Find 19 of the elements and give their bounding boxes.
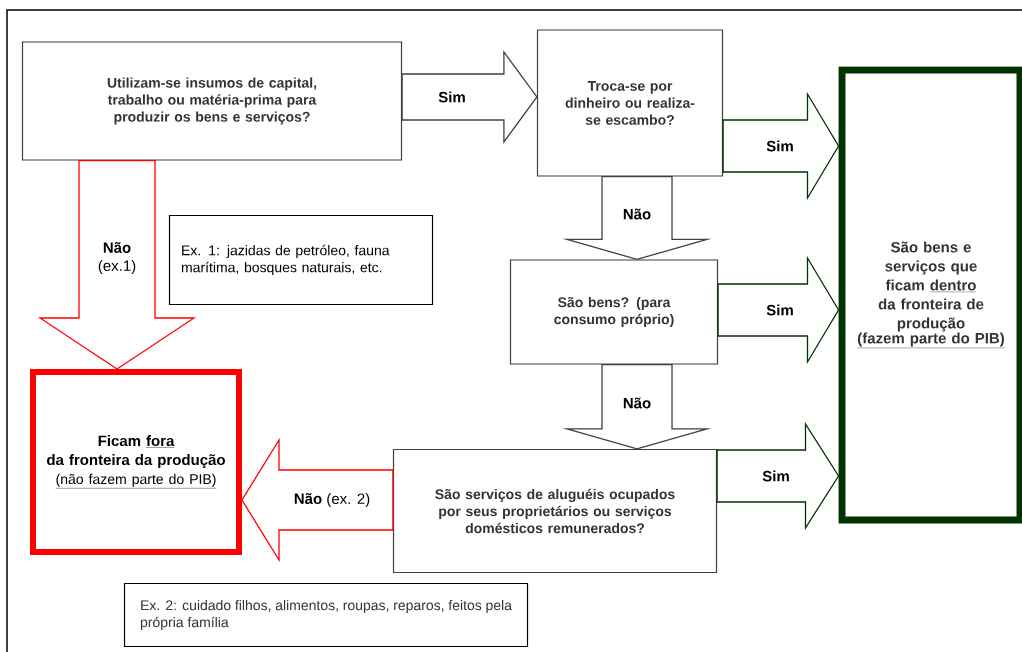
- block-arrow: [722, 91, 840, 201]
- example-note-box: Ex. 2: cuidado filhos, alimentos, roupas, reparos, feitos pela própria família: [123, 582, 529, 648]
- block-arrow: [562, 175, 712, 261]
- question-box: Utilizam-se insumos de capital, trabalho ou matéria-prima para produzir os bens e serviços?: [21, 41, 403, 161]
- edge-label: Sim: [437, 90, 467, 104]
- block-arrow: [401, 50, 538, 144]
- result-box: Ficam fora da fronteira da produção (não fazem parte do PIB): [30, 369, 242, 555]
- result-box: São bens e serviços que ficam dentro da fronteira de produção (fazem parte do PIB): [838, 66, 1022, 524]
- edge-label: Sim: [765, 139, 795, 153]
- block-arrow: [717, 255, 840, 365]
- edge-label: Sim: [765, 303, 795, 317]
- block-arrow: [716, 421, 840, 531]
- block-arrow: [562, 363, 712, 450]
- question-box: Troca-se por dinheiro ou realiza-se escambo?: [536, 29, 724, 177]
- edge-label: Não (ex.1): [85, 241, 149, 275]
- edge-label: Não (ex. 2): [292, 492, 372, 508]
- example-note-box: Ex. 1: jazidas de petróleo, fauna marítima, bosques naturais, etc.: [168, 214, 434, 306]
- question-box: São bens? (para consumo próprio): [509, 259, 719, 365]
- edge-label: Sim: [761, 469, 791, 483]
